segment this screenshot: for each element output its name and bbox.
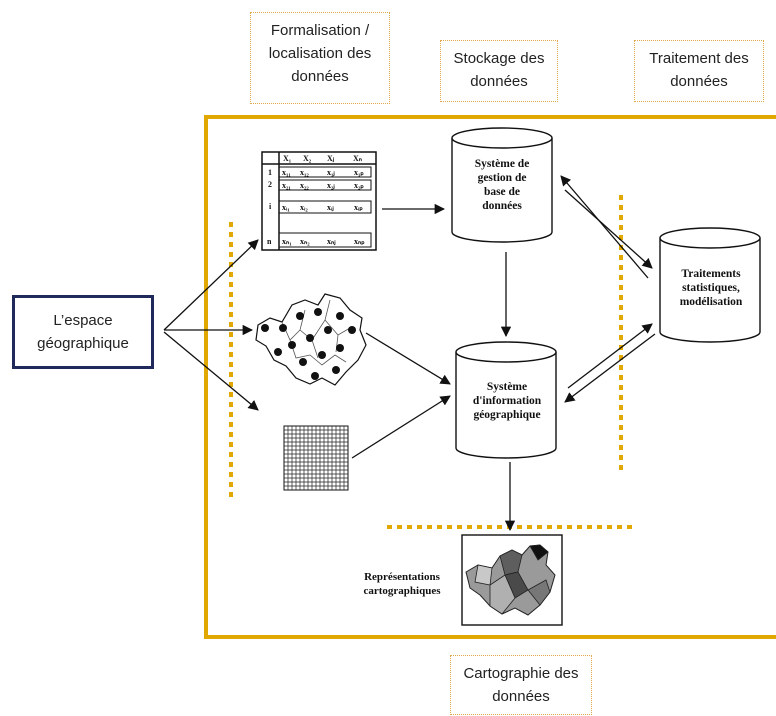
matrix-cell: x₂₂: [300, 181, 309, 190]
map-point: [324, 326, 332, 334]
matrix-row-box: [278, 179, 372, 191]
raster-grid: [283, 425, 349, 491]
matrix-cell: xₙ₁: [282, 237, 292, 246]
map-point: [314, 308, 322, 316]
arrow-raster-to-sig: [351, 395, 451, 459]
cylinder-traitements-body: [659, 238, 761, 343]
map-point: [332, 366, 340, 374]
main-frame: [204, 115, 776, 639]
matrix-cell: xᵢⱼ: [327, 203, 334, 212]
matrix-cell: xᵢₚ: [354, 203, 363, 212]
matrix-row-label: 1: [268, 168, 272, 177]
source-box-text: L’espace géographique: [37, 312, 129, 352]
header-formalisation: Formalisation / localisation des données: [250, 12, 390, 104]
carto-map-region: [529, 544, 549, 561]
map-point: [274, 348, 282, 356]
arrow-geo-to-matrix: [163, 239, 259, 331]
matrix-cell: xᵢ₁: [282, 203, 290, 212]
arrow-sig-to-traitements: [567, 323, 653, 389]
matrix-row-label: 2: [268, 180, 272, 189]
header-stockage: Stockage des données: [440, 40, 558, 102]
arrow-pointmap-to-sig: [365, 332, 451, 385]
cylinder-sig-top: [455, 341, 557, 363]
arrow-traitements-to-sig: [564, 333, 656, 403]
header-stockage-text: Stockage des données: [453, 50, 545, 90]
cylinder-sig-body: [455, 352, 557, 459]
header-cartographie-text: Cartographie des données: [463, 665, 579, 705]
cylinder-sig: [455, 341, 557, 459]
matrix-header: X₂: [303, 154, 312, 163]
matrix-cell: x₂₁: [282, 181, 291, 190]
header-cartographie: Cartographie des données: [450, 655, 592, 715]
cylinder-traitements: [659, 227, 761, 343]
matrix-cell: x₁ⱼ: [327, 168, 335, 177]
matrix-row-box: [278, 166, 372, 178]
source-box-espace-geographique: L’espace géographique: [12, 295, 154, 369]
matrix-cell: x₂ₚ: [354, 181, 364, 190]
carto-map-region: [499, 549, 523, 576]
matrix-cell: x₂ⱼ: [327, 181, 335, 190]
matrix-cell: xₙⱼ: [327, 237, 336, 246]
carto-map-region: [474, 564, 493, 586]
map-point: [299, 358, 307, 366]
cylinder-sgbd-top: [451, 127, 553, 149]
matrix-row-label: i: [269, 202, 272, 211]
map-point: [311, 372, 319, 380]
cylinder-sgbd-label: Système de gestion de base de données: [474, 158, 530, 212]
arrow-geo-to-raster: [163, 331, 259, 411]
map-point: [306, 334, 314, 342]
map-point: [288, 341, 296, 349]
cylinder-sig-label: Système d'information géographique: [472, 381, 542, 421]
cylinder-traitements-label: Traitements statistiques, modélisation: [679, 268, 743, 308]
matrix-cell: xₙₚ: [354, 237, 365, 246]
cylinder-sgbd: [451, 127, 553, 243]
matrix-row-box: [278, 232, 372, 248]
carto-map-region: [527, 579, 551, 606]
arrow-sgbd-to-traitements: [564, 189, 653, 269]
map-point: [318, 351, 326, 359]
map-point: [279, 324, 287, 332]
matrix-cell: xᵢ₂: [300, 203, 308, 212]
matrix-header: X₁: [283, 154, 292, 163]
map-point: [336, 312, 344, 320]
header-traitement-text: Traitement des données: [649, 50, 749, 90]
matrix-row-box: [278, 200, 372, 214]
point-map: [255, 293, 367, 386]
cylinder-traitements-top: [659, 227, 761, 249]
data-matrix: X₁ X₂ Xⱼ Xₙ 1 2 i n x₁₁ x₁₂ x₁ⱼ x₁ₚ x₂₁ …: [261, 151, 377, 251]
map-point: [348, 326, 356, 334]
header-traitement: Traitement des données: [634, 40, 764, 102]
matrix-cell: x₁₂: [300, 168, 309, 177]
carto-label: Représentations cartographiques: [363, 571, 441, 597]
matrix-header: Xⱼ: [327, 154, 335, 163]
cylinder-sgbd-body: [451, 138, 553, 243]
carto-map-region: [489, 574, 516, 615]
matrix-cell: x₁ₚ: [354, 168, 364, 177]
carto-map: [461, 534, 563, 626]
matrix-cell: x₁₁: [282, 168, 291, 177]
matrix-row-label: n: [267, 237, 272, 246]
map-point: [296, 312, 304, 320]
arrow-traitements-to-sgbd: [560, 175, 649, 279]
matrix-cell: xₙ₂: [300, 237, 310, 246]
map-point: [336, 344, 344, 352]
header-formalisation-text: Formalisation / localisation des données: [268, 22, 372, 85]
map-point: [261, 324, 269, 332]
matrix-header: Xₙ: [353, 154, 362, 163]
